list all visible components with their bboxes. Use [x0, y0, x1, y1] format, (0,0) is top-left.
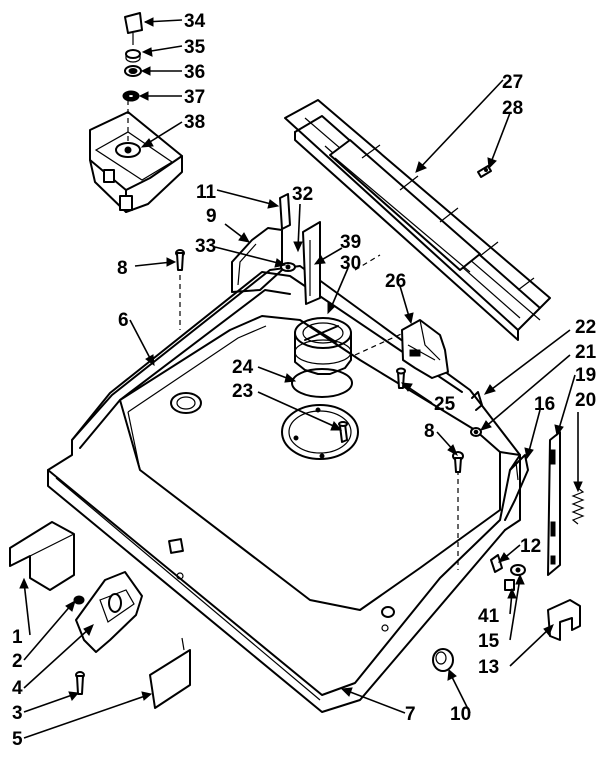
callout-15: 15 — [478, 631, 500, 652]
grommet-part-21 — [470, 427, 482, 437]
callout-34: 34 — [184, 11, 206, 32]
spray-hub-part-30 — [294, 317, 352, 375]
cover-part-5 — [149, 637, 191, 709]
callout-21: 21 — [575, 342, 597, 363]
callout-11: 11 — [196, 182, 217, 203]
callout-38: 38 — [184, 112, 205, 133]
callout-41: 41 — [478, 606, 500, 627]
callout-22: 22 — [575, 317, 596, 338]
nut-part-35 — [125, 49, 141, 63]
callout-33: 33 — [195, 236, 216, 257]
callout-8-left: 8 — [117, 258, 128, 279]
callout-16: 16 — [534, 394, 555, 415]
callout-3: 3 — [12, 703, 23, 724]
callout-35: 35 — [184, 37, 206, 58]
clip-part-11 — [279, 193, 291, 230]
callout-39: 39 — [340, 232, 361, 253]
callout-32: 32 — [292, 184, 313, 205]
callout-28: 28 — [502, 98, 523, 119]
tub-base — [47, 265, 521, 713]
screw-part-8-left — [175, 249, 185, 271]
callout-23: 23 — [232, 381, 253, 402]
bracket-part-16 — [504, 454, 529, 521]
bushing-part-41 — [504, 579, 515, 591]
callout-9: 9 — [206, 206, 217, 227]
motor-assembly-part-38 — [89, 111, 183, 213]
clip-part-22 — [471, 391, 483, 411]
washer-part-36 — [124, 65, 142, 77]
latch-part-26 — [401, 319, 449, 379]
screw-part-8-right — [452, 451, 464, 473]
callout-1: 1 — [12, 627, 23, 648]
screw-part-23 — [338, 421, 348, 443]
callout-25: 25 — [434, 394, 456, 415]
callout-20: 20 — [575, 390, 596, 411]
washer-part-37 — [122, 90, 140, 102]
spring-part-20 — [571, 487, 585, 525]
callout-2: 2 — [12, 651, 23, 672]
nut-part-2 — [73, 595, 85, 605]
callout-24: 24 — [232, 357, 254, 378]
rail-part-27 — [284, 99, 551, 341]
callout-36: 36 — [184, 62, 205, 83]
callout-7: 7 — [405, 704, 416, 725]
bracket-part-4 — [75, 571, 143, 653]
hinge-part-19 — [547, 431, 561, 576]
callout-13: 13 — [478, 657, 499, 678]
retainer-part-32 — [302, 221, 321, 305]
callout-12: 12 — [520, 536, 541, 557]
bracket-part-13 — [547, 599, 581, 641]
callout-19: 19 — [575, 365, 596, 386]
callout-37: 37 — [184, 87, 205, 108]
screw-part-3 — [75, 671, 85, 695]
callout-8-right: 8 — [424, 421, 435, 442]
roller-part-15 — [510, 564, 526, 576]
callout-26: 26 — [385, 271, 406, 292]
bracket-part-9 — [231, 227, 283, 293]
callout-4: 4 — [12, 678, 23, 699]
leader-lines — [19, 17, 583, 739]
rail-part-12 — [490, 554, 503, 573]
gasket-part-24 — [291, 368, 353, 398]
callout-30: 30 — [340, 253, 361, 274]
callout-6: 6 — [118, 310, 129, 331]
callout-5: 5 — [12, 729, 23, 750]
plug-part-10 — [432, 648, 454, 672]
callout-10: 10 — [450, 704, 471, 725]
cap-part-34 — [124, 12, 143, 45]
screw-part-28 — [477, 165, 492, 178]
callout-27: 27 — [502, 72, 523, 93]
callout-labels: 34 35 36 37 38 27 28 11 32 9 33 39 30 8 … — [12, 11, 597, 750]
channel-part-1 — [9, 521, 75, 591]
